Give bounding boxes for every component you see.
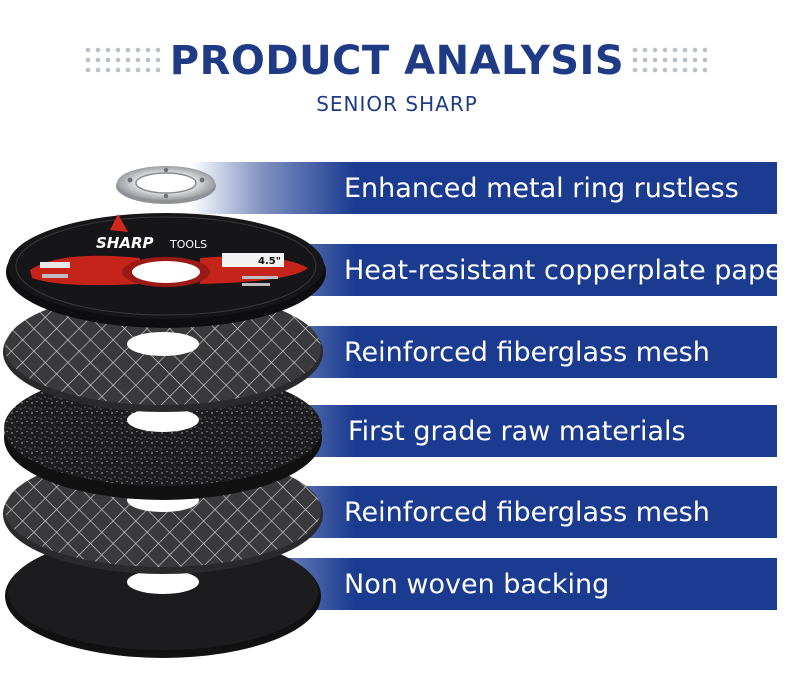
label-paper-icon: SHARP TOOLS 4.5" — [6, 213, 326, 328]
header: PRODUCT ANALYSIS SENIOR SHARP — [0, 0, 794, 130]
decorative-dots-left — [84, 46, 164, 76]
layer-label: Reinforced fiberglass mesh — [344, 496, 710, 528]
disc-size-text: 4.5" — [258, 256, 281, 267]
disc-brand-text: SHARP — [96, 234, 154, 252]
disc-brand-suffix-text: TOOLS — [169, 238, 207, 251]
metal-ring-icon — [116, 166, 216, 204]
decorative-dots-right — [631, 46, 711, 76]
layer-label: Non woven backing — [344, 568, 610, 600]
layer-label: First grade raw materials — [348, 415, 686, 447]
layer-label: Reinforced fiberglass mesh — [344, 336, 710, 368]
layer-label: Enhanced metal ring rustless — [344, 172, 739, 204]
layer-label: Heat-resistant copperplate paper — [344, 254, 793, 286]
page-title: PRODUCT ANALYSIS — [169, 38, 625, 84]
layer-banner-metal-ring: Enhanced metal ring rustless — [190, 162, 777, 214]
page-subtitle: SENIOR SHARP — [316, 92, 478, 116]
